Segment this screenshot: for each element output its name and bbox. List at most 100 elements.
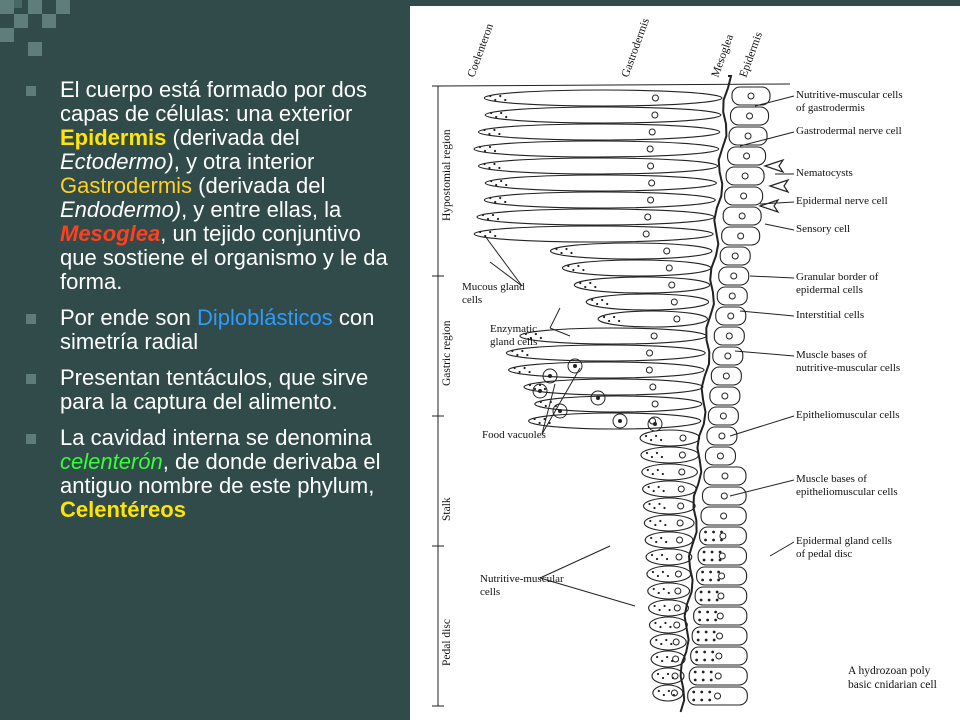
epidermal-cell bbox=[688, 666, 748, 686]
granule bbox=[656, 468, 659, 472]
granule bbox=[701, 570, 704, 574]
epidermal-cell bbox=[696, 566, 748, 586]
granule bbox=[693, 678, 697, 682]
granule bbox=[662, 489, 665, 493]
granule bbox=[712, 530, 715, 534]
leader-line bbox=[739, 131, 795, 147]
epidermal-cell bbox=[712, 346, 744, 366]
granule bbox=[654, 621, 657, 625]
granule bbox=[656, 672, 660, 676]
cell-nucleus bbox=[714, 692, 722, 700]
gastrodermal-cell bbox=[640, 446, 700, 464]
figure-caption: A hydrozoan poly bbox=[848, 665, 931, 677]
right-label: Granular border of bbox=[796, 271, 879, 283]
cell-nucleus bbox=[673, 315, 681, 323]
leader-line bbox=[729, 415, 795, 437]
granule bbox=[491, 213, 495, 217]
gastrodermal-cell bbox=[561, 259, 712, 277]
cell-nucleus bbox=[720, 512, 728, 520]
granule bbox=[567, 264, 570, 268]
granule bbox=[483, 149, 487, 153]
food-vacuole-core bbox=[548, 374, 552, 378]
right-label: Muscle bases of bbox=[796, 349, 867, 361]
granule bbox=[493, 149, 497, 153]
cell-nucleus bbox=[679, 434, 687, 442]
granule bbox=[582, 268, 585, 272]
granule bbox=[555, 247, 558, 251]
gastrodermal-cell bbox=[519, 327, 707, 345]
cell-nucleus bbox=[716, 452, 724, 460]
granule bbox=[544, 404, 547, 408]
left-label: Nutritive-muscular bbox=[480, 573, 564, 585]
cell-nucleus bbox=[645, 366, 653, 374]
cell-nucleus bbox=[676, 536, 684, 544]
leader-line bbox=[489, 261, 523, 287]
granule bbox=[653, 604, 656, 608]
left-label: gland cells bbox=[490, 336, 537, 348]
granule bbox=[646, 468, 649, 472]
food-vacuole bbox=[532, 383, 548, 399]
cell-nucleus bbox=[651, 94, 659, 102]
right-label: of pedal disc bbox=[796, 548, 852, 560]
granule bbox=[495, 115, 498, 119]
cell-nucleus bbox=[721, 472, 729, 480]
gastrodermal-cell bbox=[528, 412, 702, 430]
bullet-text-segment: Epidermis bbox=[60, 125, 167, 150]
granule bbox=[533, 387, 537, 391]
granule bbox=[660, 642, 663, 646]
granule bbox=[651, 472, 654, 476]
cell-nucleus bbox=[677, 502, 685, 510]
granule bbox=[706, 618, 710, 622]
right-label: Epidermal nerve cell bbox=[796, 195, 888, 207]
bullet-text-segment: Por ende son bbox=[60, 305, 197, 330]
granule bbox=[701, 670, 705, 674]
granule bbox=[712, 638, 716, 642]
granule bbox=[603, 315, 606, 319]
top-border bbox=[437, 83, 791, 87]
left-label: Enzymatic bbox=[490, 323, 537, 335]
leader-line bbox=[754, 95, 795, 107]
epidermal-cell bbox=[721, 226, 761, 246]
cell-nucleus bbox=[647, 162, 655, 170]
granule bbox=[707, 590, 711, 594]
right-label: Epidermal gland cells bbox=[796, 535, 892, 547]
cell-nucleus bbox=[718, 432, 726, 440]
granule bbox=[672, 693, 675, 697]
granule bbox=[494, 234, 497, 238]
right-label: Epitheliomuscular cells bbox=[796, 409, 900, 421]
bullet-square-icon bbox=[26, 314, 36, 324]
granule bbox=[659, 625, 662, 629]
granule bbox=[671, 676, 675, 680]
cell-nucleus bbox=[651, 400, 659, 408]
granule bbox=[711, 658, 715, 662]
cell-nucleus bbox=[718, 572, 726, 580]
granule bbox=[594, 285, 597, 289]
granule bbox=[539, 400, 542, 404]
cell-nucleus bbox=[675, 553, 683, 561]
right-label: Sensory cell bbox=[796, 223, 850, 235]
cell-nucleus bbox=[747, 92, 755, 100]
granule bbox=[665, 557, 669, 561]
cell-nucleus bbox=[730, 272, 738, 280]
granule bbox=[499, 196, 502, 200]
region-label: Pedal disc bbox=[441, 619, 453, 666]
cell-nucleus bbox=[646, 349, 654, 357]
granule bbox=[717, 578, 720, 582]
granule bbox=[649, 519, 652, 523]
granule bbox=[710, 558, 714, 562]
granule bbox=[584, 285, 587, 289]
granule bbox=[660, 438, 663, 442]
granule bbox=[710, 550, 714, 554]
granule bbox=[720, 538, 723, 542]
bullet-text-segment: (derivada del bbox=[192, 173, 326, 198]
granule bbox=[661, 570, 664, 574]
granule bbox=[660, 455, 664, 459]
granule bbox=[666, 655, 669, 659]
region-label: Gastric region bbox=[441, 320, 453, 386]
granule bbox=[498, 132, 501, 136]
granule bbox=[645, 434, 648, 438]
granule bbox=[670, 642, 673, 646]
food-vacuole bbox=[612, 413, 628, 429]
granule bbox=[489, 230, 492, 234]
left-label: Mucous gland bbox=[462, 281, 525, 293]
